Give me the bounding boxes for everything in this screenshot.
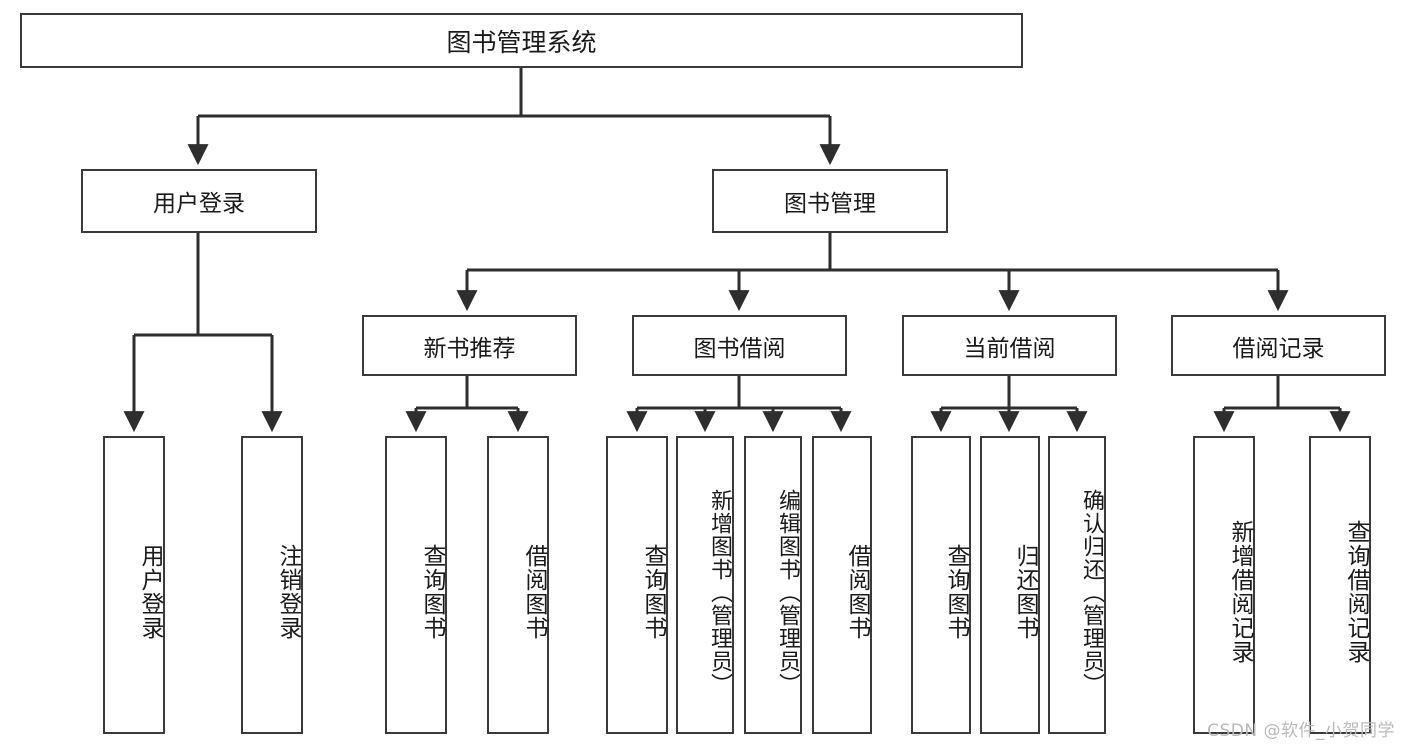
leaf-confirm-return-admin-label: 确认归还（管理员）: [1079, 488, 1104, 696]
node-book-borrow[interactable]: 图书借阅: [632, 315, 847, 376]
node-current-borrow-label: 当前借阅: [963, 335, 1056, 362]
leaf-query-book-current-label: 查询图书: [943, 544, 969, 640]
leaf-return-book[interactable]: 归还图书: [980, 436, 1040, 734]
leaf-edit-book-admin-label: 编辑图书（管理员）: [775, 488, 800, 696]
leaf-add-book-admin[interactable]: 新增图书（管理员）: [676, 436, 734, 734]
node-user-login[interactable]: 用户登录: [81, 169, 317, 233]
node-borrow-record[interactable]: 借阅记录: [1171, 315, 1386, 376]
node-book-manage-label: 图书管理: [784, 191, 876, 217]
leaf-query-book-label: 查询图书: [640, 544, 666, 640]
leaf-add-borrow-record[interactable]: 新增借阅记录: [1193, 436, 1255, 734]
node-book-manage[interactable]: 图书管理: [712, 169, 948, 233]
node-root[interactable]: 图书管理系统: [20, 13, 1023, 68]
leaf-add-book-admin-label: 新增图书（管理员）: [707, 488, 732, 696]
leaf-borrow-book-recommend[interactable]: 借阅图书: [487, 436, 549, 734]
node-current-borrow[interactable]: 当前借阅: [902, 315, 1117, 376]
leaf-query-book-recommend-label: 查询图书: [419, 544, 445, 640]
leaf-add-borrow-record-label: 新增借阅记录: [1227, 520, 1253, 664]
leaf-return-book-label: 归还图书: [1012, 544, 1038, 640]
leaf-edit-book-admin[interactable]: 编辑图书（管理员）: [744, 436, 802, 734]
leaf-confirm-return-admin[interactable]: 确认归还（管理员）: [1048, 436, 1106, 734]
leaf-query-borrow-record-label: 查询借阅记录: [1343, 520, 1369, 664]
leaf-logout-label: 注销登录: [275, 544, 301, 640]
node-root-label: 图书管理系统: [446, 27, 597, 57]
leaf-query-book-current[interactable]: 查询图书: [911, 436, 971, 734]
leaf-user-login[interactable]: 用户登录: [103, 436, 165, 734]
leaf-query-book[interactable]: 查询图书: [606, 436, 668, 734]
watermark-text: CSDN @软件_小贺同学: [1207, 721, 1395, 741]
node-borrow-record-label: 借阅记录: [1232, 335, 1325, 362]
leaf-borrow-book[interactable]: 借阅图书: [812, 436, 872, 734]
leaf-query-book-recommend[interactable]: 查询图书: [385, 436, 447, 734]
leaf-logout[interactable]: 注销登录: [241, 436, 303, 734]
node-new-book-recommend[interactable]: 新书推荐: [362, 315, 577, 376]
node-new-book-recommend-label: 新书推荐: [423, 335, 516, 362]
leaf-borrow-book-label: 借阅图书: [844, 544, 870, 640]
leaf-query-borrow-record[interactable]: 查询借阅记录: [1309, 436, 1371, 734]
leaf-user-login-label: 用户登录: [137, 544, 163, 640]
node-user-login-label: 用户登录: [153, 191, 245, 217]
node-book-borrow-label: 图书借阅: [693, 335, 786, 362]
leaf-borrow-book-recommend-label: 借阅图书: [521, 544, 547, 640]
